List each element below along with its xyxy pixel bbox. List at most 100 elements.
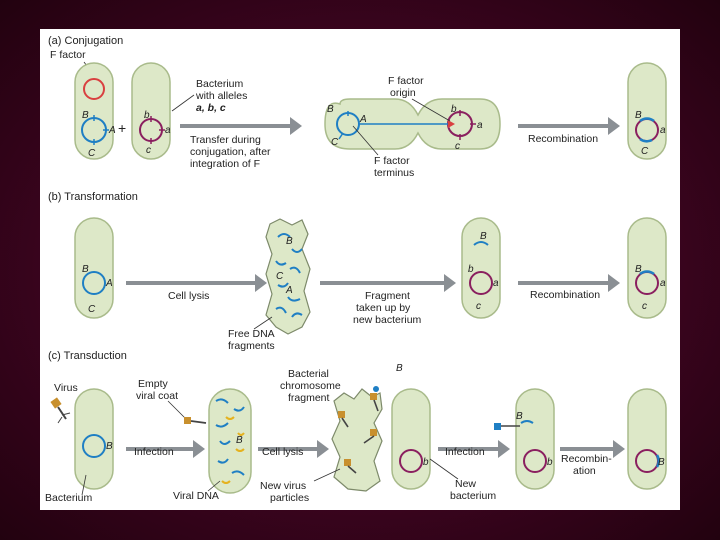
bacterium-alleles-line1: Bacterium	[196, 78, 244, 90]
recombination-c-line2: ation	[573, 465, 596, 477]
allele-B-4: B	[82, 264, 89, 275]
allele-B-9: B	[236, 435, 243, 446]
new-virus-line1: New virus	[260, 480, 306, 492]
new-virus-line2: particles	[270, 492, 309, 504]
section-c-title: (c) Transduction	[48, 350, 127, 362]
allele-A-2: A	[359, 114, 367, 125]
bact-chrom-line3: fragment	[288, 392, 330, 404]
allele-b-11: b	[423, 457, 429, 468]
arrow-infection-1	[126, 440, 205, 458]
allele-B-12: B	[516, 411, 523, 422]
allele-b-12: b	[547, 457, 553, 468]
dna-fragments-b	[275, 233, 303, 318]
f-terminus-line1: F factor	[374, 155, 410, 167]
fragment-line2: taken up by	[356, 302, 411, 314]
recipient-cell	[131, 62, 171, 160]
arrow-recombination-a	[518, 117, 620, 135]
allele-B-3: B	[635, 110, 642, 121]
result-cell-b	[627, 217, 667, 319]
result-cell-c	[627, 388, 667, 490]
allele-C-5: C	[276, 271, 284, 282]
free-dna-line1: Free DNA	[228, 328, 275, 340]
arrow-lysis-c	[258, 440, 329, 458]
allele-b-6: b	[468, 264, 474, 275]
allele-c-2: c	[455, 141, 460, 152]
allele-C-2: C	[331, 137, 339, 148]
allele-a-2: a	[477, 120, 483, 131]
allele-b-2: b	[451, 104, 457, 115]
allele-C-3: C	[641, 146, 649, 157]
allele-b: b	[144, 110, 150, 121]
allele-a-7: a	[660, 278, 666, 289]
fragment-line3: new bacterium	[353, 314, 422, 326]
lysed-cell-c	[331, 388, 383, 492]
transduced-cell	[515, 388, 555, 490]
arrow-recombination-b	[518, 274, 620, 292]
f-origin-line2: origin	[390, 87, 416, 99]
cell-lysis-c: Cell lysis	[262, 446, 303, 458]
recipient-cell-b	[461, 217, 501, 319]
allele-A-5: A	[285, 285, 293, 296]
free-dna-line2: fragments	[228, 340, 275, 352]
host-dna-fragments	[215, 398, 245, 476]
recombination-b: Recombination	[530, 289, 600, 301]
transfer-line2: conjugation, after	[190, 146, 271, 158]
allele-a-3: a	[660, 125, 666, 136]
allele-C: C	[88, 148, 96, 159]
allele-B-8: B	[106, 441, 113, 452]
bact-chrom-line2: chromosome	[280, 380, 341, 392]
transfer-line1: Transfer during	[190, 134, 261, 146]
arrow-lysis-b	[126, 274, 267, 292]
recombination-c-line1: Recombin-	[561, 453, 612, 465]
infection-1: Infection	[134, 446, 174, 458]
bacterium-alleles-line2: with alleles	[195, 90, 247, 102]
lysed-cell-b	[265, 218, 311, 335]
section-b-title: (b) Transformation	[48, 191, 138, 203]
bact-chrom-line1: Bacterial	[288, 368, 329, 380]
virus-icon	[50, 397, 71, 424]
allele-B-6: B	[480, 231, 487, 242]
gene-transfer-diagram: (a) Conjugation F factor B A C + b a c B…	[45, 35, 667, 504]
diagram-panel: (a) Conjugation F factor B A C + b a c B…	[40, 29, 680, 510]
recombination-a: Recombination	[528, 133, 598, 145]
allele-A: A	[108, 125, 116, 136]
infection-2: Infection	[445, 446, 485, 458]
f-factor-plasmid	[83, 78, 105, 100]
f-terminus-line2: terminus	[374, 167, 414, 179]
viral-dna-label: Viral DNA	[173, 490, 219, 502]
host-cell-c	[74, 388, 114, 490]
allele-B-7: B	[635, 264, 642, 275]
f-factor-label: F factor	[50, 49, 86, 61]
allele-a: a	[165, 125, 171, 136]
result-cell-a	[627, 62, 667, 160]
allele-A-4: A	[105, 278, 113, 289]
cell-lysis-b: Cell lysis	[168, 290, 209, 302]
arrow-infection-2	[438, 440, 510, 458]
section-a-title: (a) Conjugation	[48, 35, 123, 47]
allele-c-6: c	[476, 301, 481, 312]
transfer-line3: integration of F	[190, 158, 260, 170]
donor-cell-b	[74, 217, 114, 319]
allele-B-10: B	[396, 363, 403, 374]
allele-a-6: a	[493, 278, 499, 289]
allele-B: B	[82, 110, 89, 121]
bacterium-label: Bacterium	[45, 492, 93, 504]
empty-coat-line1: Empty	[138, 378, 169, 390]
empty-viral-coat-icon	[184, 417, 207, 424]
arrow-transfer	[180, 117, 302, 135]
allele-B-2: B	[327, 104, 334, 115]
new-host-cell	[391, 388, 431, 490]
allele-B-5: B	[286, 236, 293, 247]
bacterium-alleles-line3: a, b, c	[196, 102, 226, 114]
empty-coat-line2: viral coat	[136, 390, 178, 402]
allele-c: c	[146, 145, 151, 156]
allele-c-7: c	[642, 301, 647, 312]
allele-B-13: B	[658, 457, 665, 468]
new-virus-particles	[338, 386, 379, 474]
arrow-recombination-c	[560, 440, 625, 458]
viral-dna	[221, 416, 245, 484]
new-bacterium-line2: bacterium	[450, 490, 496, 502]
virus-label: Virus	[54, 382, 78, 394]
f-origin-line1: F factor	[388, 75, 424, 87]
fragment-line1: Fragment	[365, 290, 410, 302]
